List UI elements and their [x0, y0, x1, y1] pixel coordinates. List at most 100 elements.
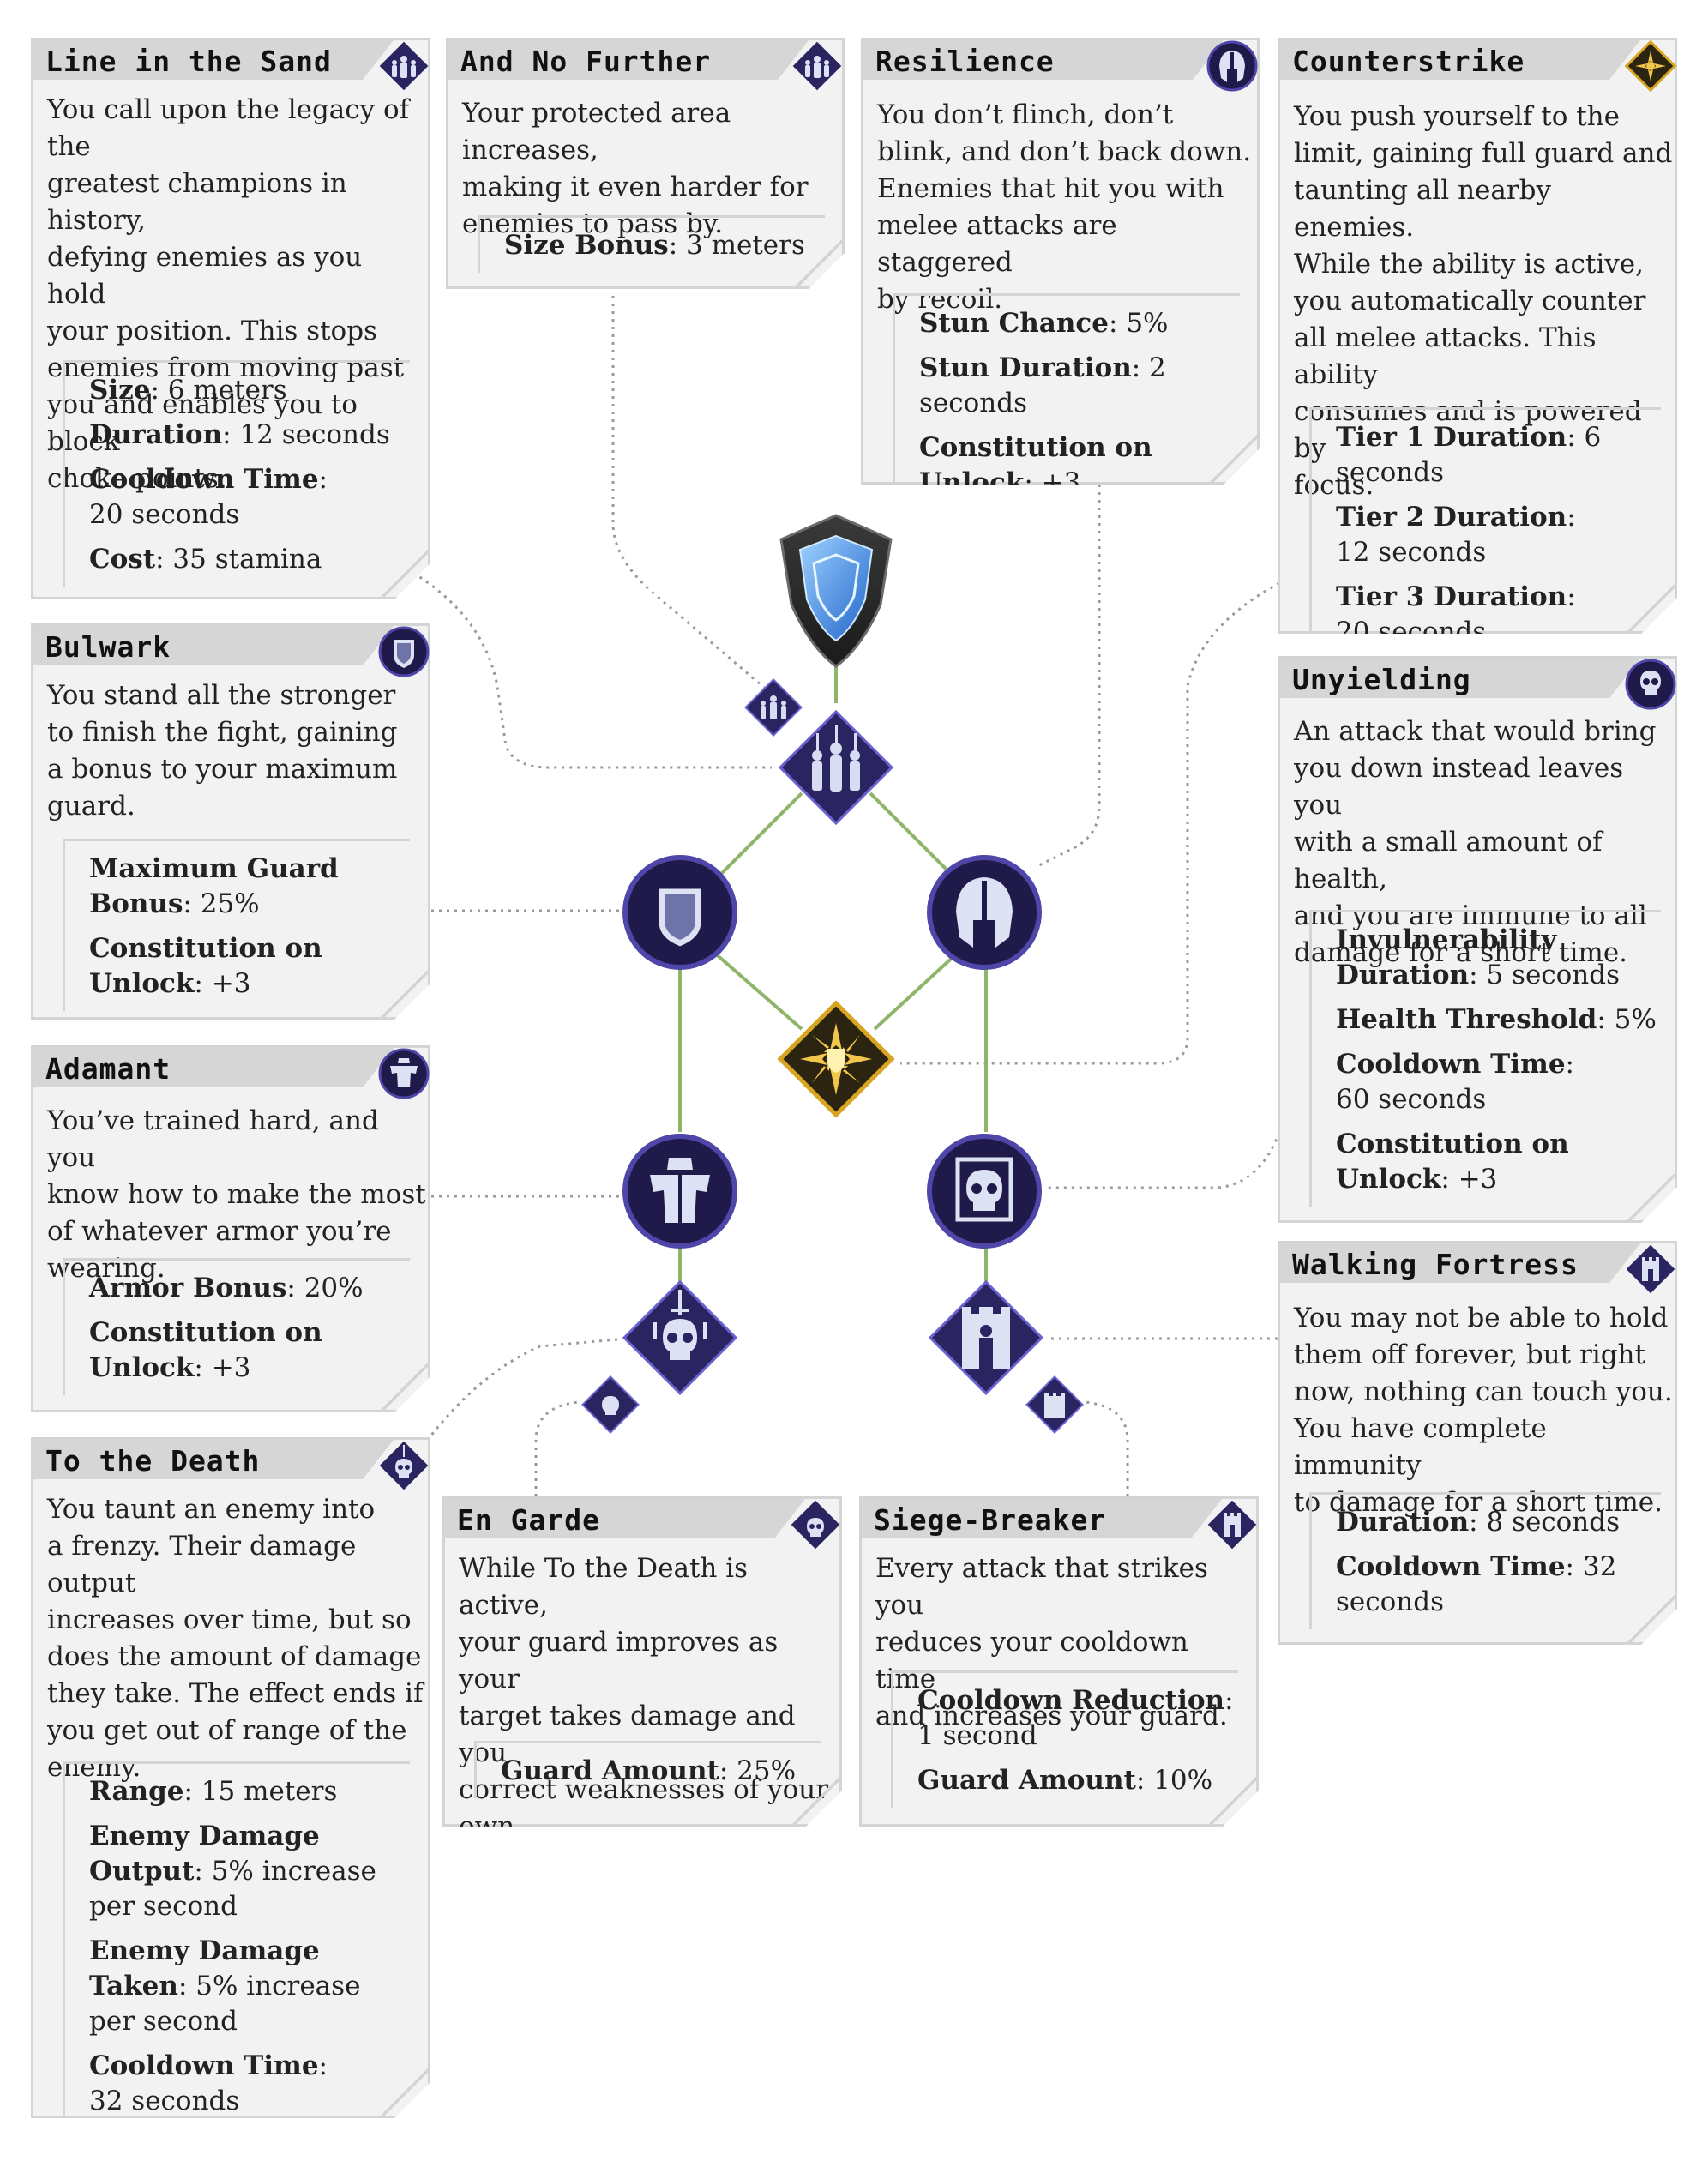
stat-row: Cooldown Reduction: 1 second [917, 1685, 1234, 1751]
stat-row: Guard Amount: 10% [917, 1765, 1213, 1796]
card-stats: Maximum Guard Bonus: 25% Constitution on… [63, 839, 410, 1011]
stat-row: Range: 15 meters [89, 1776, 338, 1807]
stat-row: Stun Chance: 5% [919, 308, 1169, 339]
stat-row: Size Bonus: 3 meters [504, 230, 805, 261]
stat-row: Constitution on Unlock: +3 [1336, 1129, 1569, 1195]
card-siege-breaker: Siege-Breaker Every attack that strikes … [859, 1496, 1259, 1827]
card-en-garde: En Garde While To the Death is active,yo… [442, 1496, 842, 1827]
card-title: To the Death [33, 1440, 394, 1479]
connector-en-garde [534, 1400, 580, 1496]
skull-sword-icon [376, 1438, 431, 1493]
helmet-icon [1205, 39, 1260, 93]
sun-burst-icon [1623, 39, 1678, 93]
card-stats: Guard Amount: 25% [474, 1741, 821, 1798]
card-title: Siege-Breaker [862, 1499, 1222, 1538]
stat-row: Tier 3 Duration: 20 seconds [1336, 581, 1576, 647]
card-stats: Tier 1 Duration: 6 seconds Tier 2 Durati… [1309, 407, 1661, 659]
card-and-no-further: And No Further Your protected area incre… [446, 38, 845, 289]
stat-row: Constitution on Unlock: +3 [919, 432, 1152, 498]
connector-counterstrike [900, 581, 1280, 1065]
connector-and-no-further [611, 296, 768, 692]
stat-row: Cooldown Time: 60 seconds [1336, 1049, 1574, 1115]
and-no-further-node[interactable] [739, 673, 808, 742]
en-garde-node[interactable] [576, 1370, 645, 1439]
card-stats: Cooldown Reduction: 1 second Guard Amoun… [891, 1670, 1238, 1808]
bulwark-node[interactable] [619, 852, 741, 973]
armor-icon [376, 1046, 431, 1101]
card-stats: Invulnerability Duration: 5 seconds Heal… [1309, 910, 1661, 1207]
card-stats: Stun Chance: 5% Stun Duration: 2 seconds… [893, 293, 1240, 510]
card-title: Unyielding [1280, 659, 1640, 698]
siege-breaker-node[interactable] [1020, 1370, 1089, 1439]
card-title: Line in the Sand [33, 40, 394, 80]
unyielding-node[interactable] [923, 1130, 1045, 1252]
card-line-in-the-sand: Line in the Sand You call upon the legac… [31, 38, 430, 599]
stat-row: Cooldown Time: 32 seconds [1336, 1551, 1617, 1617]
stat-row: Cooldown Time: 32 seconds [89, 2050, 328, 2116]
card-description: Your protected area increases,making it … [462, 98, 809, 239]
stat-row: Armor Bonus: 20% [89, 1273, 364, 1303]
connector-unyielding [1046, 1131, 1281, 1189]
card-title: Adamant [33, 1048, 394, 1087]
card-stats: Armor Bonus: 20% Constitution on Unlock:… [63, 1258, 410, 1395]
walking-fortress-node[interactable] [917, 1269, 1055, 1406]
stat-row: Cost: 35 stamina [89, 544, 322, 575]
card-stats: Duration: 8 seconds Cooldown Time: 32 se… [1309, 1492, 1661, 1629]
stat-row: Enemy Damage Output: 5% increase per sec… [89, 1821, 376, 1922]
stat-row: Constitution on Unlock: +3 [89, 933, 322, 999]
stat-row: Health Threshold: 5% [1336, 1004, 1657, 1035]
counterstrike-node[interactable] [767, 990, 905, 1128]
connector-line-in-the-sand [412, 571, 772, 769]
connector-siege-breaker [1084, 1400, 1129, 1496]
card-stats: Size: 6 meters Duration: 12 seconds Cool… [63, 360, 410, 587]
stat-row: Duration: 12 seconds [89, 419, 390, 450]
tower-icon [1623, 1242, 1678, 1297]
stat-row: Tier 2 Duration: 12 seconds [1336, 502, 1576, 568]
warriors-icon [376, 39, 431, 93]
to-the-death-node[interactable] [611, 1269, 749, 1406]
stat-row: Tier 1 Duration: 6 seconds [1336, 422, 1602, 488]
card-stats: Size Bonus: 3 meters [478, 215, 825, 273]
stat-row: Size: 6 meters [89, 375, 287, 406]
card-title: Walking Fortress [1280, 1243, 1640, 1283]
resilience-node[interactable] [923, 852, 1045, 973]
warriors-icon [790, 39, 845, 93]
stat-row: Cooldown Time: 20 seconds [89, 464, 328, 530]
card-description: While To the Death is active,your guard … [459, 1553, 829, 1842]
stat-row: Maximum Guard Bonus: 25% [89, 853, 339, 919]
stat-row: Enemy Damage Taken: 5% increase per seco… [89, 1935, 361, 2037]
skull-sword-icon [788, 1497, 843, 1552]
card-stats: Range: 15 meters Enemy Damage Output: 5%… [63, 1761, 410, 2173]
card-walking-fortress: Walking Fortress You may not be able to … [1278, 1241, 1677, 1645]
card-title: Counterstrike [1280, 40, 1640, 80]
stat-row: Cost: 35 stamina [89, 2130, 322, 2161]
stat-row: Guard Amount: 25% [501, 1755, 797, 1786]
card-title: And No Further [448, 40, 809, 80]
tower-icon [1205, 1497, 1260, 1552]
shield-icon [376, 624, 431, 679]
card-title: En Garde [445, 1499, 805, 1538]
card-title: Resilience [863, 40, 1224, 80]
adamant-node[interactable] [619, 1130, 741, 1252]
stat-row: Invulnerability Duration: 5 seconds [1336, 924, 1621, 990]
weapon-tree-crest [779, 514, 893, 668]
line-in-the-sand-node[interactable] [767, 699, 905, 836]
connector-resilience [1037, 485, 1101, 868]
stat-row: Constitution on Unlock: +3 [89, 1317, 322, 1383]
skull-shield-icon [1623, 657, 1678, 712]
